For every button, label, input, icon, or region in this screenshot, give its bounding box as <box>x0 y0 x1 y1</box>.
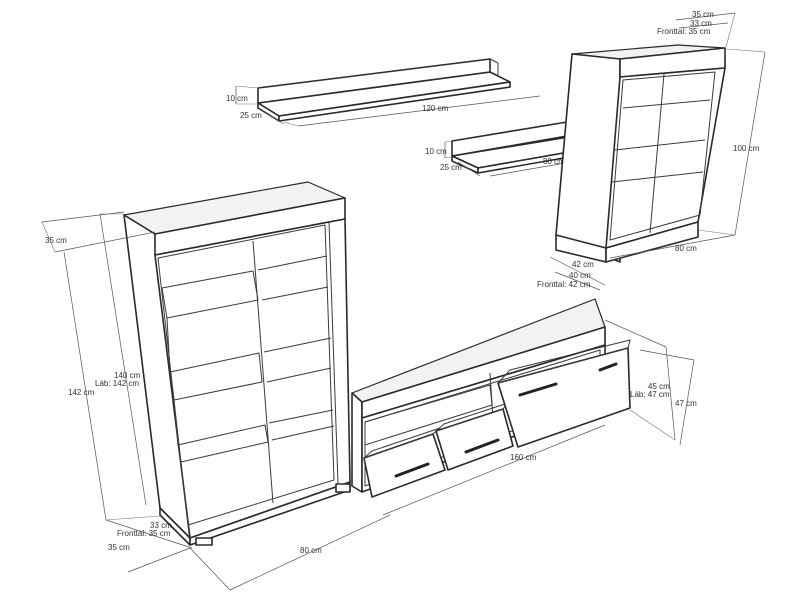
tall-bookcase <box>123 181 351 546</box>
wall-shelf-short-depth-label: 25 cm <box>440 163 462 172</box>
tall-bookcase-bottom-front-depth-label: Fronttal: 35 cm <box>117 529 171 538</box>
tall-bookcase-bottom-inner-depth-label: 33 cm <box>150 521 172 530</box>
wall-shelf-long-depth-label: 25 cm <box>240 111 262 120</box>
tv-stand-dimensions: 42 cm 40 cm Fronttal: 42 cm 45 cm Láb: 4… <box>382 256 697 516</box>
wall-cabinet-height-label: 100 cm <box>733 144 760 153</box>
tv-stand <box>351 298 631 498</box>
tall-bookcase-inner-height-label: 140 cm <box>114 371 141 380</box>
tall-bookcase-dimensions: 35 cm 140 cm Láb: 142 cm 142 cm 33 cm Fr… <box>41 211 391 591</box>
wall-cabinet-front-depth-label: Fronttal: 35 cm <box>657 27 711 36</box>
wall-cabinet-depth-inner-label: 33 cm <box>690 19 712 28</box>
tv-stand-width-label: 160 cm <box>510 453 537 462</box>
tv-stand-height-inner-label: 45 cm <box>648 382 670 391</box>
tv-stand-depth-inner-label: 40 cm <box>569 271 591 280</box>
tv-stand-leg-height-label: Láb: 47 cm <box>630 390 670 399</box>
wall-cabinet-depth-outer-label: 35 cm <box>692 10 714 19</box>
tall-bookcase-outer-height-label: 142 cm <box>68 388 95 397</box>
wall-cabinet-width-label: 80 cm <box>675 244 697 253</box>
wall-shelf-long-height-label: 10 cm <box>226 94 248 103</box>
tv-stand-front-depth-label: Fronttal: 42 cm <box>537 280 591 289</box>
tv-stand-depth-outer-label: 42 cm <box>572 260 594 269</box>
wall-shelf-long-dimensions: 10 cm 25 cm 120 cm <box>226 85 541 127</box>
wall-cabinet <box>555 44 726 263</box>
wall-shelf-long <box>257 58 511 122</box>
tv-stand-height-outer-label: 47 cm <box>675 399 697 408</box>
tall-bookcase-width-label: 80 cm <box>300 546 322 555</box>
wall-cabinet-dimensions: 35 cm 33 cm Fronttal: 35 cm 100 cm 80 cm <box>609 10 766 259</box>
wall-shelf-short-width-label: 80 cm <box>543 157 565 166</box>
wall-shelf-short-height-label: 10 cm <box>425 147 447 156</box>
tall-bookcase-top-depth-label: 35 cm <box>45 236 67 245</box>
tall-bookcase-leg-height-label: Láb: 142 cm <box>95 379 139 388</box>
wall-shelf-long-width-label: 120 cm <box>422 104 449 113</box>
tall-bookcase-bottom-depth-label: 35 cm <box>108 543 130 552</box>
